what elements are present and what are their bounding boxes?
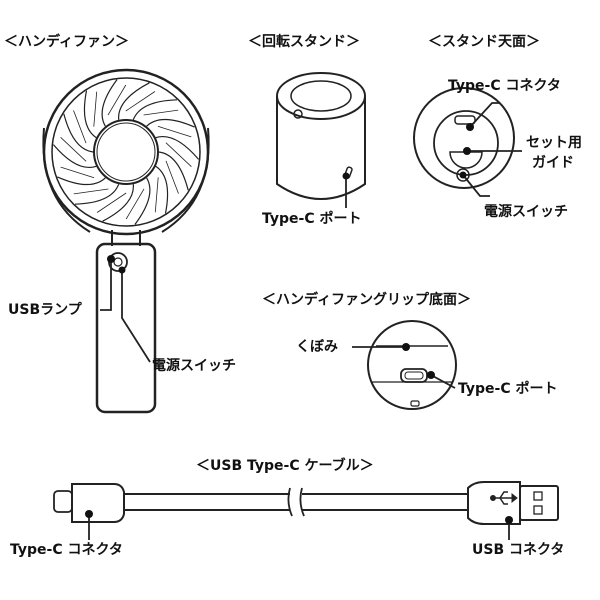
fan-blade-rib bbox=[165, 160, 179, 194]
fan-blade-rib bbox=[73, 110, 87, 144]
fan-blade bbox=[102, 184, 134, 222]
label-cable-usb-connector: USB コネクタ bbox=[472, 542, 565, 558]
label-stand-typec-connector: Type-C コネクタ bbox=[448, 78, 561, 94]
rotating-stand-illustration bbox=[276, 72, 366, 200]
label-cable-typec-connector: Type-C コネクタ bbox=[10, 542, 123, 558]
section-title-usb-cable: ＜USB Type-C ケーブル＞ bbox=[196, 458, 374, 474]
fan-blade bbox=[74, 183, 120, 205]
fan-blade bbox=[134, 177, 151, 225]
fan-blade bbox=[146, 118, 195, 128]
fan-blade bbox=[57, 176, 106, 186]
section-title-stand-top: ＜スタンド天面＞ bbox=[428, 34, 540, 50]
fan-blade-rib bbox=[60, 137, 87, 162]
fan-blade bbox=[155, 136, 200, 160]
label-stand-typec-port: Type-C ポート bbox=[262, 211, 362, 227]
fan-blade-rib bbox=[125, 91, 156, 112]
label-grip-typec-port: Type-C ポート bbox=[458, 381, 558, 397]
fan-blade-rib bbox=[96, 192, 127, 213]
fan-blade bbox=[83, 90, 97, 139]
fan-blade-rib bbox=[73, 188, 109, 195]
label-grip-recess: くぼみ bbox=[296, 339, 338, 355]
section-title-handy-fan: ＜ハンディファン＞ bbox=[4, 34, 130, 50]
stand-top-illustration bbox=[413, 87, 515, 189]
fan-blade-rib bbox=[125, 188, 145, 220]
fan-blade bbox=[63, 113, 94, 153]
label-fan-power-switch: 電源スイッチ bbox=[152, 358, 236, 374]
grip-bottom-illustration bbox=[367, 320, 457, 410]
fan-blade bbox=[132, 99, 178, 121]
label-set-guide-line1: セット用 bbox=[526, 135, 582, 151]
fan-blade-rib bbox=[60, 166, 95, 179]
fan-blade bbox=[52, 144, 97, 168]
fan-blade-rib bbox=[154, 177, 159, 213]
fan-blade bbox=[155, 165, 169, 214]
fan-blade bbox=[101, 79, 118, 127]
label-set-guide-line2: ガイド bbox=[532, 155, 574, 171]
usb-cable-illustration bbox=[53, 481, 559, 525]
fan-blade-rib bbox=[143, 109, 179, 116]
fan-blade-rib bbox=[157, 125, 192, 138]
section-title-grip-bottom: ＜ハンディファングリップ底面＞ bbox=[262, 292, 472, 308]
label-usb-lamp: USBランプ bbox=[8, 302, 82, 318]
fan-blade-rib bbox=[165, 142, 192, 167]
label-stand-power-switch: 電源スイッチ bbox=[484, 204, 568, 220]
section-title-rotating-stand: ＜回転スタンド＞ bbox=[248, 34, 360, 50]
fan-blade bbox=[158, 151, 189, 191]
fan-blade-rib bbox=[93, 91, 98, 127]
fan-blade-rib bbox=[107, 84, 127, 116]
callout-dots bbox=[85, 123, 513, 524]
fan-blade bbox=[118, 82, 150, 120]
